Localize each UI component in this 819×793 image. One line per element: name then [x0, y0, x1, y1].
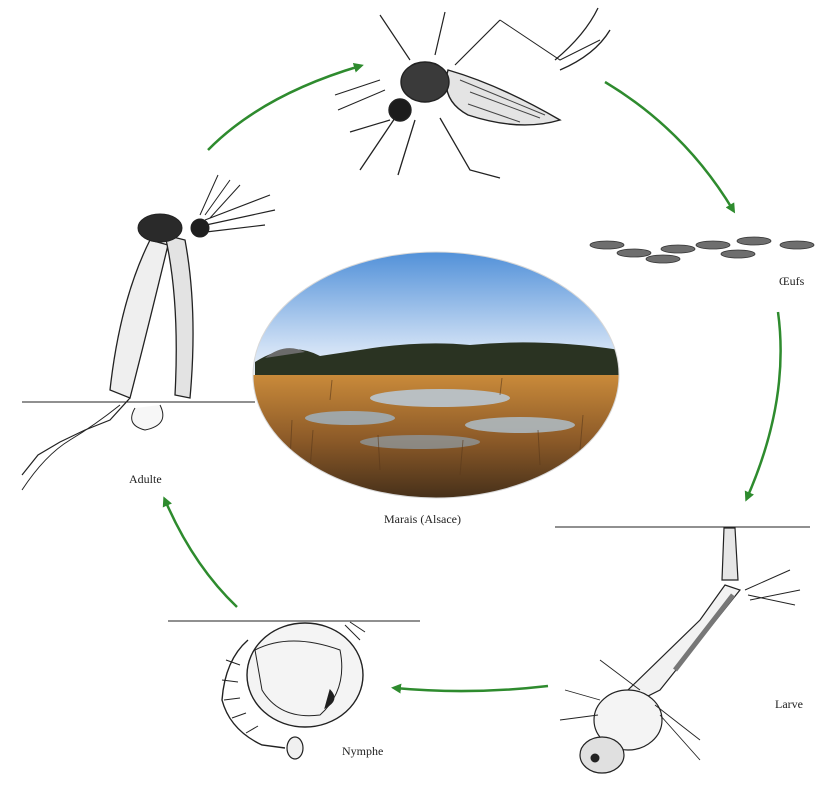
stage-label-adulte: Adulte [129, 472, 162, 487]
stage-label-oeufs: Œufs [779, 274, 804, 289]
stage-label-larve: Larve [775, 697, 803, 712]
flying-mosquito-illustration [335, 8, 610, 178]
eggs-illustration [590, 237, 814, 263]
arrow-pupa-to-adult [165, 500, 237, 607]
larva-illustration [555, 527, 810, 773]
arrow-eggs-to-larva [747, 312, 781, 498]
arrow-flying-to-eggs [605, 82, 733, 210]
habitat-caption: Marais (Alsace) [384, 512, 461, 527]
emerging-adult-illustration [22, 175, 275, 490]
stage-label-nymphe: Nymphe [342, 744, 383, 759]
arrow-adult-to-flying [208, 66, 360, 150]
pupa-illustration [168, 621, 420, 759]
arrow-larva-to-pupa [395, 686, 548, 691]
